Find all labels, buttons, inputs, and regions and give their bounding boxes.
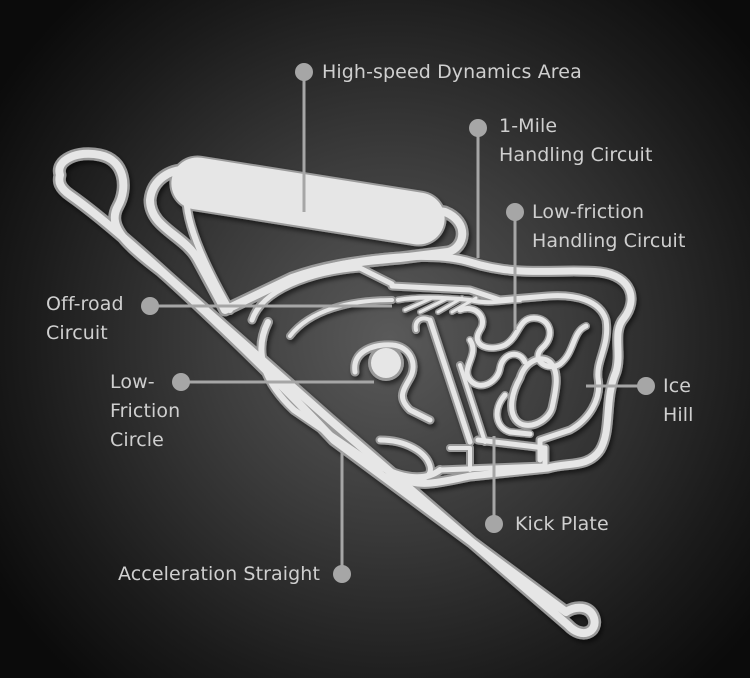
leader-low-friction-handling	[506, 203, 524, 330]
label-off-road-circuit: Off-road Circuit	[46, 293, 124, 344]
leader-acceleration	[333, 452, 351, 583]
label-one-mile-handling-circuit: 1-Mile Handling Circuit	[499, 115, 653, 166]
leader-ice-hill	[586, 377, 655, 395]
label-high-speed-dynamics-area: High-speed Dynamics Area	[322, 61, 582, 83]
leader-low-friction-circle	[172, 373, 374, 391]
leader-one-mile	[469, 119, 487, 258]
leader-high-speed	[295, 63, 313, 212]
label-acceleration-straight: Acceleration Straight	[118, 563, 320, 585]
leader-kick-plate	[485, 436, 503, 533]
leader-lines	[141, 63, 655, 583]
label-kick-plate: Kick Plate	[515, 513, 609, 535]
label-ice-hill: Ice Hill	[663, 375, 694, 426]
label-low-friction-handling-circuit: Low-friction Handling Circuit	[532, 201, 686, 252]
track-layout	[52, 147, 637, 640]
label-low-friction-circle: Low- Friction Circle	[110, 371, 181, 451]
leader-off-road	[141, 297, 392, 315]
